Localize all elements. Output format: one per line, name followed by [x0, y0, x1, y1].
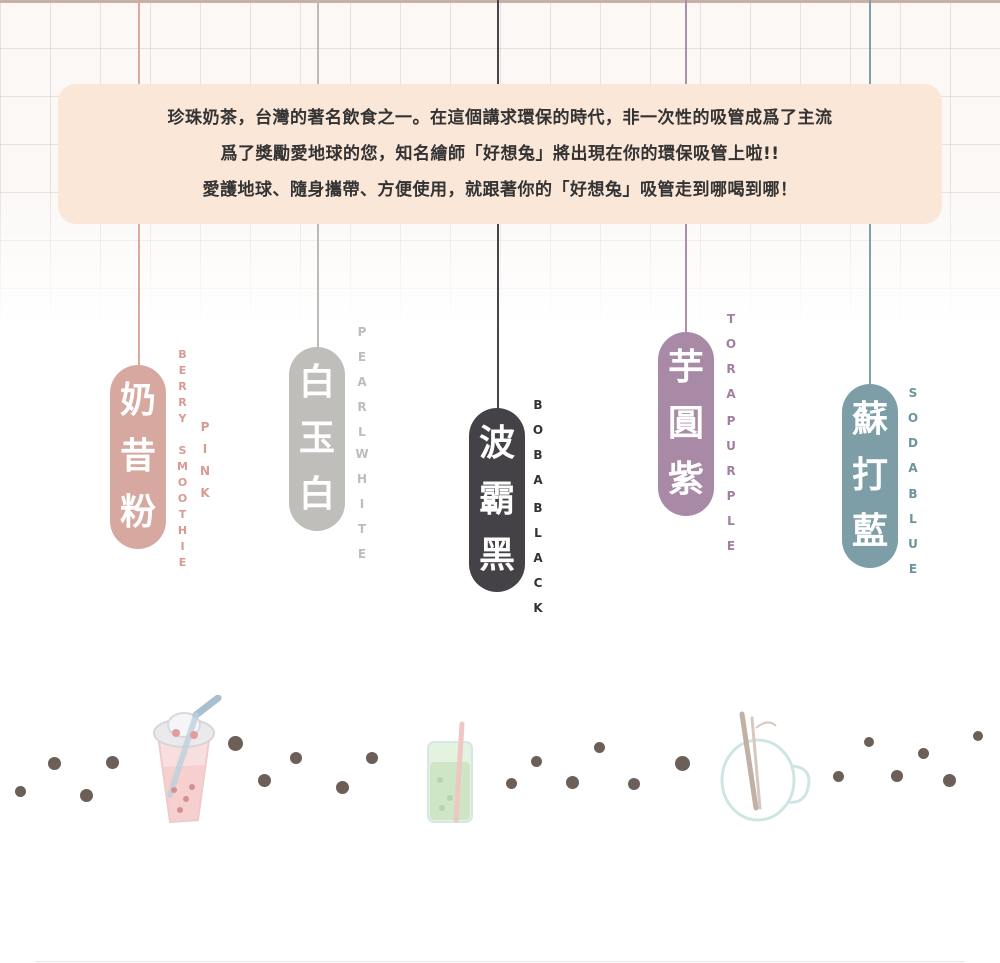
label-boba: BOBA [531, 398, 545, 498]
label-soda: SODA [906, 386, 920, 486]
label-white: WHITE [355, 447, 369, 572]
bubble-tea-cup-icon [153, 695, 222, 824]
tag-char: 玉 [298, 418, 335, 459]
tag-char: 白 [298, 474, 335, 515]
bubble-dot [366, 752, 378, 764]
green-drink-glass-icon [427, 721, 473, 823]
straw-tag-pink[interactable]: 奶 昔 粉 [110, 365, 166, 549]
tag-char: 圓 [667, 403, 704, 444]
bubble-dot [531, 756, 542, 767]
intro-line-1: 珍珠奶茶，台灣的著名飲食之一。在這個講求環保的時代，非一次性的吸管成爲了主流 [167, 108, 833, 128]
label-blue: BLUE [906, 487, 920, 587]
bubble-dot [675, 756, 690, 771]
top-border [0, 0, 1000, 3]
tag-char: 芋 [667, 347, 704, 388]
label-pearl: PEARL [355, 325, 369, 450]
tag-char: 奶 [119, 380, 156, 421]
tag-char: 昔 [119, 436, 156, 477]
tag-char: 蘇 [851, 399, 888, 440]
tag-char: 打 [851, 455, 888, 496]
tag-char: 波 [478, 423, 515, 464]
bubble-dot [258, 774, 271, 787]
bubble-dot [891, 770, 903, 782]
bubble-dot [594, 742, 605, 753]
straw-tag-blue[interactable]: 蘇 打 藍 [842, 384, 898, 568]
bubble-dot [336, 781, 349, 794]
bubble-dot [290, 752, 302, 764]
bubble-dot [833, 771, 844, 782]
tag-char: 霸 [478, 479, 515, 520]
label-tora: TORA [724, 312, 738, 412]
bubble-dot [228, 736, 243, 751]
intro-line-2: 爲了獎勵愛地球的您，知名繪師「好想兔」將出現在你的環保吸管上啦!! [220, 144, 780, 164]
straw-tag-white[interactable]: 白 玉 白 [289, 347, 345, 531]
bubble-dot [943, 774, 956, 787]
bubble-dot [864, 737, 874, 747]
label-pink: PINK [198, 420, 212, 508]
bubble-dot [106, 756, 119, 769]
label-berry-smoothie: BERRY SMOOTHIE [176, 348, 189, 572]
bubble-dot [918, 748, 929, 759]
label-black: BLACK [531, 501, 545, 626]
intro-box: 珍珠奶茶，台灣的著名飲食之一。在這個講求環保的時代，非一次性的吸管成爲了主流 爲… [58, 84, 942, 224]
intro-line-3: 愛護地球、隨身攜帶、方便使用，就跟著你的「好想兔」吸管走到哪喝到哪！ [202, 180, 798, 200]
tag-char: 白 [298, 362, 335, 403]
bubble-dot [15, 786, 26, 797]
bubble-dot [48, 757, 61, 770]
tag-char: 黑 [478, 535, 515, 576]
bubble-dot [566, 776, 579, 789]
bubble-dot [628, 778, 640, 790]
bubble-dot [506, 778, 517, 789]
bubble-dot [973, 731, 983, 741]
bubble-dot [80, 789, 93, 802]
teapot-with-straws-icon [720, 711, 811, 822]
bottom-divider [35, 961, 965, 962]
tag-char: 粉 [119, 492, 156, 533]
tag-char: 紫 [667, 459, 704, 500]
tag-char: 藍 [851, 511, 888, 552]
label-purple: PURPLE [724, 414, 738, 564]
straw-tag-purple[interactable]: 芋 圓 紫 [658, 332, 714, 516]
straw-tag-black[interactable]: 波 霸 黑 [469, 408, 525, 592]
